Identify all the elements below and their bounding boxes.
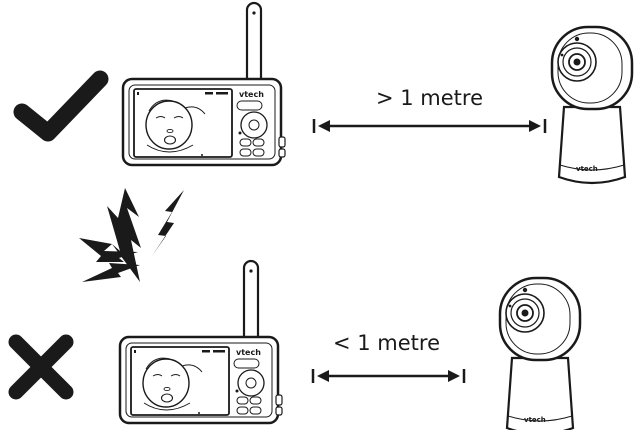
distance-arrow-bottom bbox=[311, 369, 466, 383]
distance-label-bottom: < 1 metre bbox=[333, 331, 441, 355]
baby-unit-camera-bottom bbox=[498, 276, 582, 430]
check-icon bbox=[13, 70, 109, 142]
parent-unit-monitor-top bbox=[121, 1, 287, 167]
distance-arrow-top bbox=[312, 119, 547, 133]
distance-label-top: > 1 metre bbox=[376, 86, 484, 110]
baby-unit-camera-top bbox=[550, 25, 634, 185]
cross-icon bbox=[8, 334, 74, 400]
parent-unit-monitor-bottom bbox=[118, 259, 284, 425]
lightning-interference-icon bbox=[79, 188, 184, 282]
